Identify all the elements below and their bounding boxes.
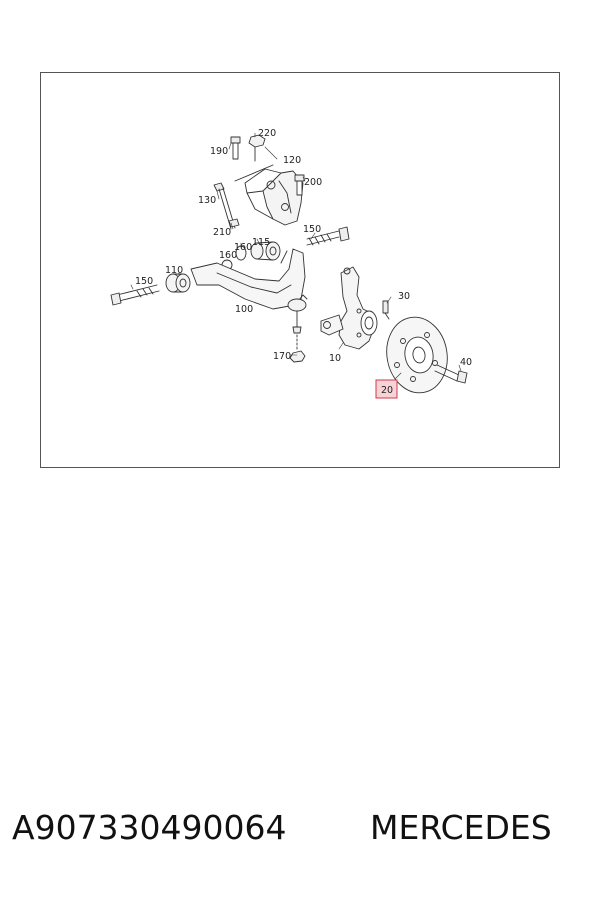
parts-diagram-frame: 220 190 120 200 130 210 150 160 115 160 …: [40, 72, 560, 468]
nut-220: [248, 134, 266, 162]
ball-joint: [287, 298, 307, 334]
callout-190[interactable]: 190: [210, 146, 228, 157]
lower-control-arm-100: [190, 248, 308, 310]
callout-115[interactable]: 115: [252, 237, 270, 248]
callout-120[interactable]: 120: [283, 155, 301, 166]
bushing-110: [165, 273, 191, 293]
bolt-200: [294, 174, 305, 196]
callout-10[interactable]: 10: [329, 353, 341, 364]
callout-100[interactable]: 100: [235, 304, 253, 315]
product-footer: A907330490064 MERCEDES: [12, 808, 592, 858]
steering-knuckle-10: [320, 266, 378, 350]
callout-160-lower[interactable]: 160: [219, 250, 237, 261]
callout-160[interactable]: 160: [234, 242, 252, 253]
part-number: A907330490064: [12, 808, 287, 847]
leader-lines: [130, 132, 462, 380]
brand-name: MERCEDES: [370, 808, 552, 847]
callout-210[interactable]: 210: [213, 227, 231, 238]
wheel-stud-30: [382, 300, 390, 320]
highlight-box: [375, 379, 398, 399]
callout-220[interactable]: 220: [258, 128, 276, 139]
callout-20-highlighted[interactable]: 20: [375, 379, 398, 399]
upper-mount-bracket: [234, 164, 304, 226]
bolt-130: [213, 182, 240, 230]
callout-20[interactable]: 20: [381, 385, 393, 396]
callout-130[interactable]: 130: [198, 195, 216, 206]
nut-170: [289, 334, 306, 363]
suspension-exploded-diagram: 220 190 120 200 130 210 150 160 115 160 …: [110, 128, 472, 399]
bushing-115: [250, 241, 281, 261]
bolt-40: [434, 364, 468, 384]
callout-150-lower[interactable]: 150: [135, 276, 153, 287]
callout-150-upper[interactable]: 150: [303, 224, 321, 235]
wheel-hub-20: [386, 316, 448, 394]
bolt-150-upper: [306, 226, 350, 246]
callout-110[interactable]: 110: [165, 265, 183, 276]
callout-170[interactable]: 170: [273, 351, 291, 362]
bolt-190: [230, 136, 241, 160]
callout-40[interactable]: 40: [460, 357, 472, 368]
bolt-150-lower: [110, 284, 160, 306]
callout-30[interactable]: 30: [398, 291, 410, 302]
callout-200[interactable]: 200: [304, 177, 322, 188]
